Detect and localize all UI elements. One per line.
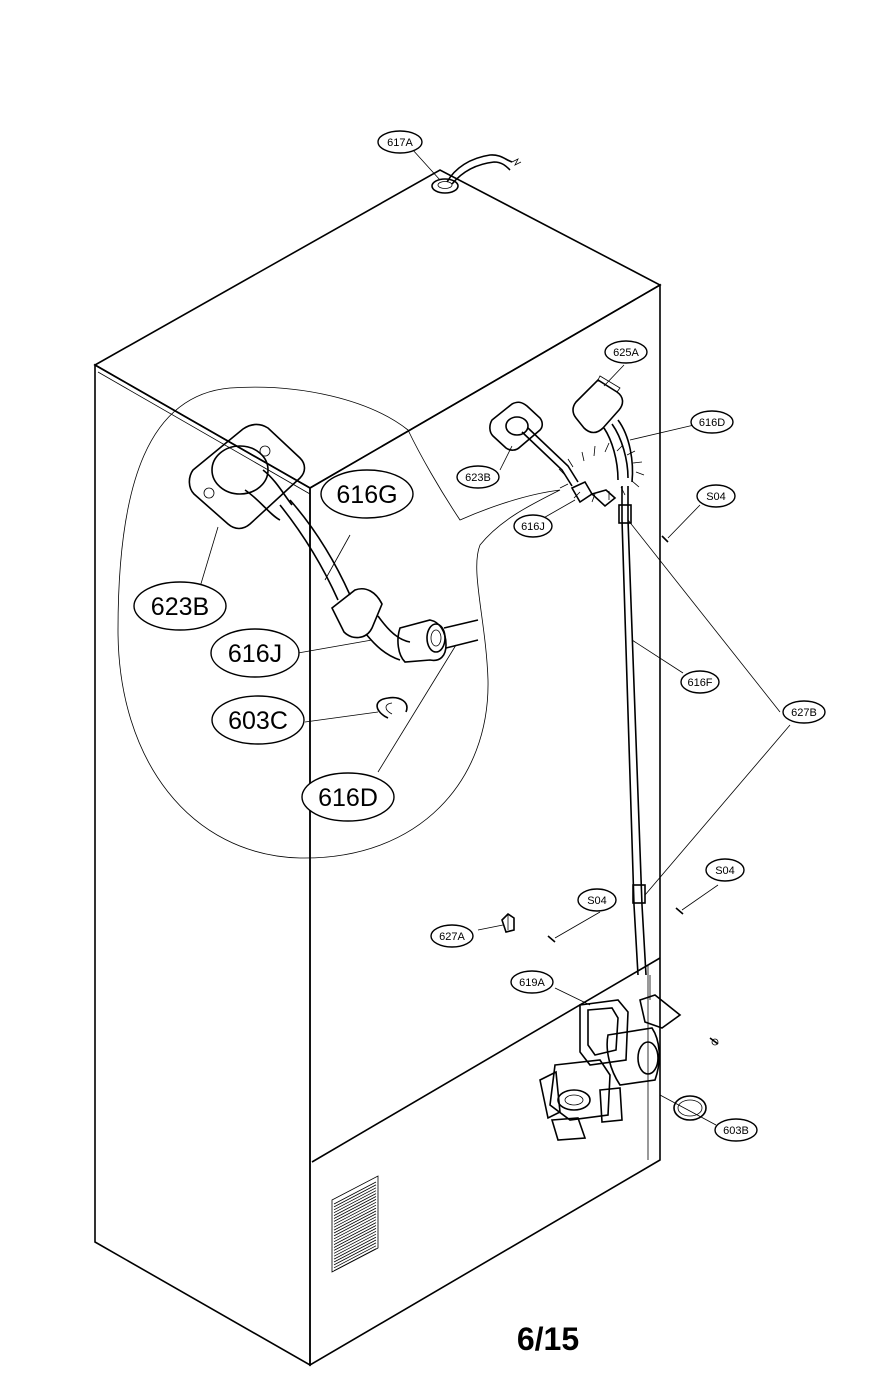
callout-623B-small: 623B: [456, 465, 500, 489]
clip-ring-603B: [673, 1095, 707, 1121]
callout-616J-large: 616J: [210, 628, 300, 678]
callout-623B-large: 623B: [133, 581, 227, 631]
callout-617A: 617A: [377, 130, 423, 154]
vent-slat: [333, 1201, 377, 1225]
vent-slat: [333, 1245, 377, 1269]
callout-616G-large-text: 616G: [336, 481, 397, 509]
cable-grommet-617A: [411, 148, 522, 194]
callout-627B-text: 627B: [791, 707, 817, 719]
callout-627A: 627A: [430, 924, 474, 948]
callout-603B-text: 603B: [723, 1125, 749, 1137]
vent-slat: [333, 1222, 377, 1245]
detail-magnifier-inset: [117, 386, 561, 859]
callout-616D-large: 616D: [301, 772, 395, 822]
screw-lower: [709, 1037, 719, 1046]
callout-616J-small-text: 616J: [521, 521, 545, 533]
callout-S04-upper-text: S04: [706, 491, 726, 503]
callout-616J-small: 616J: [513, 514, 553, 538]
clip-603C-detail: [376, 696, 408, 719]
callout-603B: 603B: [714, 1118, 758, 1142]
callout-616F-text: 616F: [687, 677, 712, 689]
elbow-616J-detail: [330, 588, 447, 663]
callout-625A: 625A: [604, 340, 648, 364]
bracket-623B: [489, 401, 579, 487]
callout-627B: 627B: [782, 700, 826, 724]
water-valve-619A: [539, 970, 682, 1141]
callout-S04-right: S04: [705, 858, 745, 882]
screw-S04-right: [675, 907, 684, 915]
callout-603C-large: 603C: [211, 695, 305, 745]
vent-slat: [333, 1248, 377, 1272]
callout-S04-right-text: S04: [715, 865, 735, 877]
vent-slat: [333, 1199, 377, 1222]
callout-616G-large: 616G: [320, 469, 414, 519]
refrigerator-cabinet: [93, 169, 662, 1367]
vent-slat: [333, 1219, 377, 1243]
callout-617A-text: 617A: [387, 137, 413, 149]
callout-623B-small-text: 623B: [465, 472, 491, 484]
tube-616G-detail: [279, 499, 351, 601]
screw-S04-upper: [661, 535, 669, 543]
vent-slat: [333, 1230, 377, 1254]
clip-627A: [501, 912, 515, 933]
vent-slat: [333, 1236, 377, 1260]
vent-slat: [333, 1216, 377, 1240]
callout-603C-large-text: 603C: [228, 707, 288, 735]
callout-616D-small-text: 616D: [699, 417, 725, 429]
callout-S04-upper: S04: [696, 484, 736, 508]
vent-slat: [333, 1190, 377, 1214]
screw-S04-middle: [547, 935, 556, 943]
tube-616D-detail: [443, 619, 479, 649]
vent-slat: [333, 1225, 377, 1248]
callout-616D-large-text: 616D: [318, 784, 378, 812]
callout-S04-middle: S04: [577, 888, 617, 912]
vent-slat: [333, 1204, 377, 1228]
callout-619A: 619A: [510, 970, 554, 994]
vent-slat: [333, 1242, 377, 1266]
leader-lines: [199, 364, 791, 1126]
vent-slat: [333, 1228, 377, 1251]
tube-616F: [618, 486, 647, 976]
vent-grille: [331, 1175, 379, 1273]
callout-S04-middle-text: S04: [587, 895, 607, 907]
callout-627A-text: 627A: [439, 931, 465, 943]
vent-slat: [333, 1196, 377, 1219]
vent-slat: [333, 1233, 377, 1257]
vent-slat: [333, 1193, 377, 1216]
page-number: 6/15: [517, 1321, 579, 1357]
callout-616J-large-text: 616J: [228, 640, 282, 668]
vent-slat: [333, 1184, 377, 1208]
callout-625A-text: 625A: [613, 347, 639, 359]
vent-slat: [333, 1181, 377, 1205]
vent-slat: [333, 1213, 377, 1237]
water-filter-head-625A: [572, 375, 634, 483]
bracket-623B-detail: [188, 423, 306, 530]
callout-616D-small: 616D: [690, 410, 734, 434]
callout-616F: 616F: [680, 670, 720, 694]
vent-slat: [333, 1207, 377, 1231]
vent-slat: [333, 1187, 377, 1211]
callout-623B-large-text: 623B: [151, 593, 209, 621]
callout-619A-text: 619A: [519, 977, 545, 989]
vent-slat: [333, 1210, 377, 1234]
vent-slat: [333, 1239, 377, 1263]
